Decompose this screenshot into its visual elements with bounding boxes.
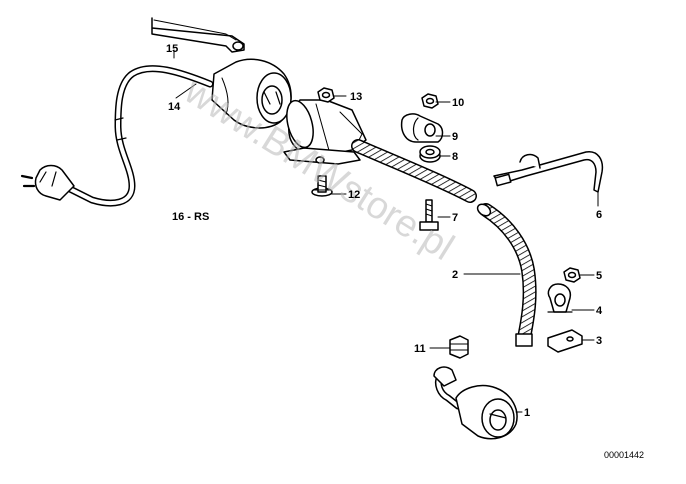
bracket-part-3	[547, 329, 583, 353]
connector-part-11	[449, 335, 469, 359]
cable-part-14	[20, 58, 292, 207]
label-part-15: 15	[166, 43, 178, 55]
screw-part-12	[311, 175, 333, 197]
label-part-4: 4	[596, 305, 603, 317]
label-part-3: 3	[596, 335, 602, 347]
label-part-7: 7	[452, 212, 458, 224]
grommet-part-8	[419, 145, 441, 163]
label-part-14: 14	[168, 101, 181, 113]
bolt-part-7	[419, 199, 439, 231]
socket-housing	[283, 99, 367, 165]
clip-part-9	[400, 113, 444, 143]
leader-lines	[173, 49, 599, 413]
label-part-9: 9	[452, 131, 458, 143]
part-number-labels: 15 14 13 12 10 9 8 7 6 2 5 4 3 11 1 16 -…	[166, 43, 603, 419]
socket-part-1	[433, 366, 518, 440]
nut-part-13	[317, 87, 335, 103]
label-part-13: 13	[350, 91, 362, 103]
label-part-2: 2	[452, 269, 458, 281]
clamp-part-4	[547, 283, 573, 313]
nut-part-10	[421, 93, 439, 109]
drawing-code: 00001442	[604, 450, 644, 460]
label-part-6: 6	[596, 209, 602, 221]
bracket-part-15	[151, 17, 245, 53]
label-part-10: 10	[452, 97, 464, 109]
variant-label: 16 - RS	[172, 211, 209, 223]
conduit-part-2	[476, 203, 537, 347]
conduit-upper	[351, 139, 477, 203]
label-part-8: 8	[452, 151, 458, 163]
label-part-12: 12	[348, 189, 360, 201]
nut-part-5	[563, 267, 581, 283]
label-part-5: 5	[596, 270, 602, 282]
holder-part-6	[493, 151, 604, 193]
label-part-11: 11	[414, 343, 426, 355]
label-part-1: 1	[524, 407, 530, 419]
